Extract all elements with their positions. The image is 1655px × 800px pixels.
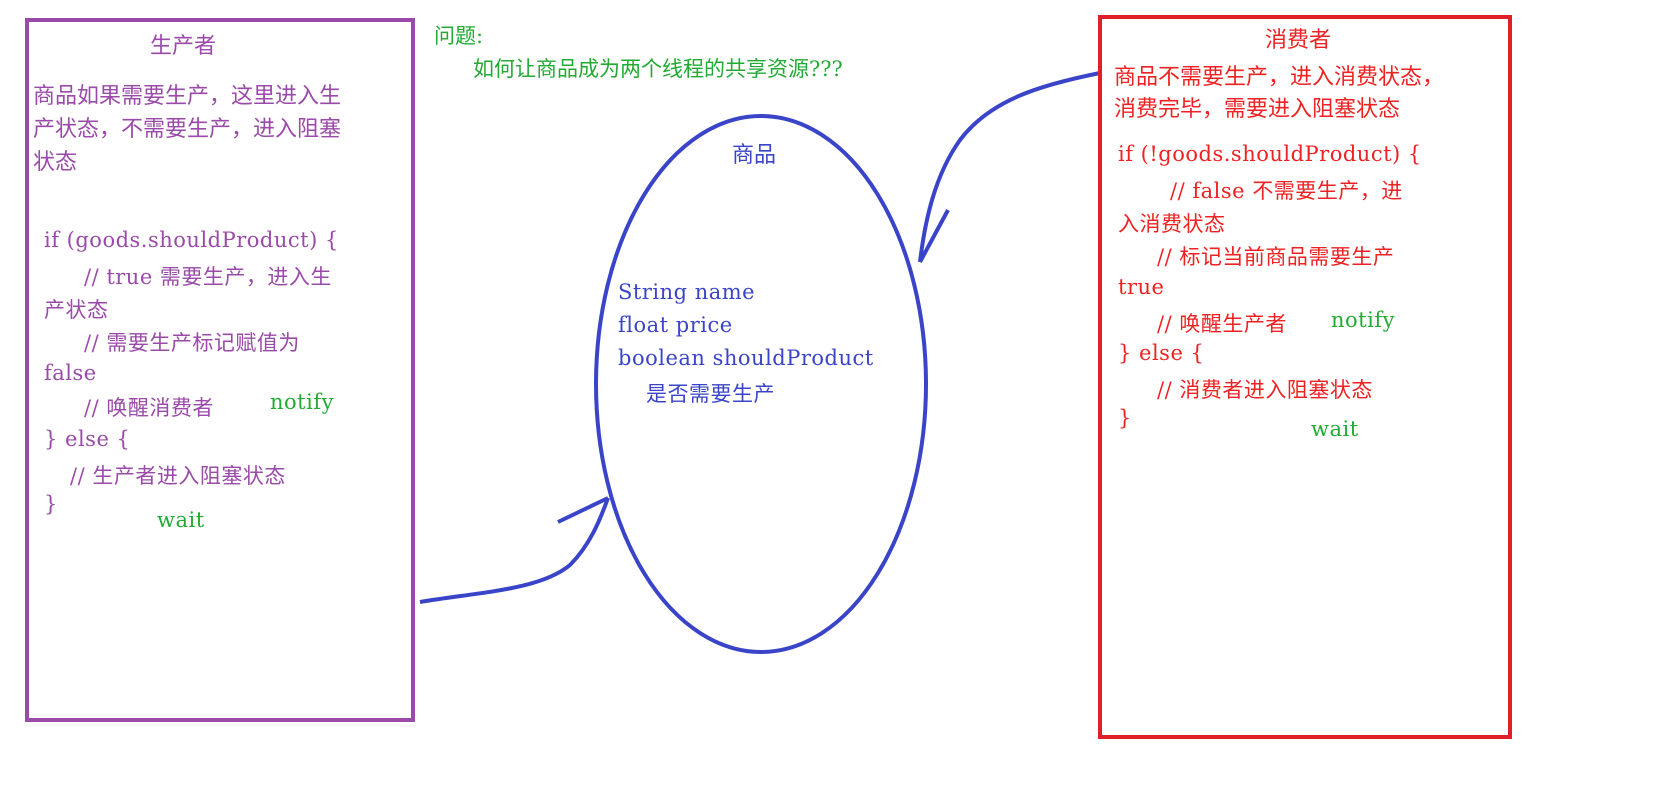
producer-code-line5: false [44, 361, 97, 385]
producer-desc-line3: 状态 [33, 150, 78, 175]
consumer-notify-note: notify [1331, 308, 1395, 332]
producer-desc-line1: 商品如果需要生产，这里进入生 [33, 84, 342, 109]
consumer-code-line9: } [1118, 406, 1132, 430]
producer-notify-note: notify [270, 390, 334, 414]
producer-code-line9: } [44, 492, 58, 516]
producer-code-line8: // 生产者进入阻塞状态 [70, 464, 286, 488]
consumer-code-line7: } else { [1118, 341, 1205, 365]
consumer-desc-line1: 商品不需要生产，进入消费状态， [1114, 65, 1445, 90]
producer-wait-note: wait [157, 508, 205, 532]
consumer-code-line5: true [1118, 275, 1165, 299]
consumer-box [1098, 15, 1512, 739]
question-label: 问题: [434, 24, 484, 48]
producer-code-line3: 产状态 [44, 298, 109, 322]
producer-code-line2: // true 需要生产，进入生 [84, 265, 332, 289]
producer-code-line6: // 唤醒消费者 [84, 396, 214, 420]
goods-ellipse [594, 114, 928, 654]
goods-field-should-product: boolean shouldProduct [618, 346, 874, 370]
producer-code-line4: // 需要生产标记赋值为 [84, 331, 300, 355]
producer-box [25, 18, 415, 722]
consumer-code-line2: // false 不需要生产，进 [1170, 179, 1403, 203]
goods-field-name: String name [618, 280, 756, 304]
producer-arrow-head [557, 496, 609, 524]
consumer-wait-note: wait [1311, 417, 1359, 441]
consumer-code-line1: if (!goods.shouldProduct) { [1118, 142, 1422, 166]
consumer-arrow-head [918, 209, 950, 263]
goods-title: 商品 [732, 143, 777, 168]
producer-to-goods-arrow [419, 497, 610, 604]
consumer-code-line8: // 消费者进入阻塞状态 [1157, 378, 1373, 402]
producer-title: 生产者 [150, 34, 217, 59]
goods-field-price: float price [618, 313, 733, 337]
consumer-desc-line2: 消费完毕，需要进入阻塞状态 [1114, 97, 1401, 122]
producer-code-line1: if (goods.shouldProduct) { [44, 228, 339, 252]
consumer-code-line3: 入消费状态 [1118, 212, 1226, 236]
goods-field-note: 是否需要生产 [646, 382, 775, 406]
producer-desc-line2: 产状态，不需要生产，进入阻塞 [33, 117, 342, 142]
consumer-title: 消费者 [1265, 28, 1332, 53]
producer-code-line7: } else { [44, 427, 131, 451]
question-text: 如何让商品成为两个线程的共享资源??? [473, 57, 843, 81]
consumer-code-line4: // 标记当前商品需要生产 [1157, 245, 1395, 269]
consumer-to-goods-arrow [918, 71, 1101, 263]
consumer-code-line6: // 唤醒生产者 [1157, 312, 1287, 336]
